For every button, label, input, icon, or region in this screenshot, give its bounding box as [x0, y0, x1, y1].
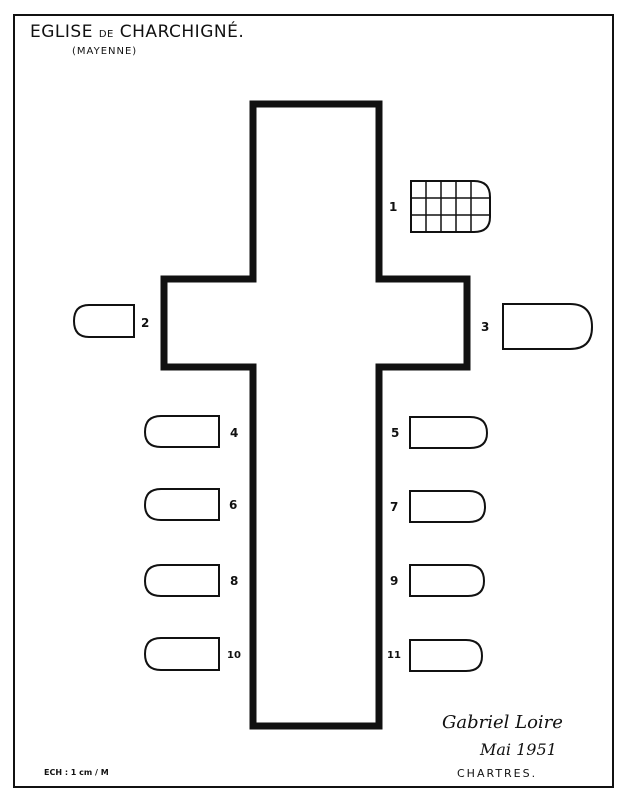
title-word-charchigne: CHARCHIGNÉ.	[119, 22, 245, 42]
plan-date: Mai 1951	[480, 740, 557, 759]
chapel-window-8	[143, 564, 220, 597]
cross-nave-outline	[160, 100, 471, 730]
chapel-number-3: 3	[481, 320, 490, 334]
chapel-number-6: 6	[229, 498, 238, 512]
chapel-window-3	[502, 303, 594, 350]
chapel-window-7	[409, 490, 487, 523]
chapel-window-9	[409, 564, 486, 597]
chapel-number-1: 1	[389, 200, 398, 214]
chapel-number-4: 4	[230, 426, 239, 440]
chapel-number-8: 8	[230, 574, 239, 588]
chapel-window-4	[143, 415, 220, 448]
chapel-number-5: 5	[391, 426, 400, 440]
chapel-number-10: 10	[227, 650, 241, 661]
chapel-window-6	[143, 488, 220, 521]
chapel-number-9: 9	[390, 574, 399, 588]
chapel-window-1	[410, 180, 491, 233]
title-word-de: DE	[98, 29, 114, 40]
chapel-window-10	[143, 637, 220, 671]
chapel-window-11	[409, 639, 484, 672]
page-title: EGLISE DE CHARCHIGNÉ.	[30, 22, 244, 42]
chapel-number-7: 7	[390, 500, 399, 514]
page-border	[13, 14, 614, 788]
title-word-eglise: EGLISE	[30, 22, 93, 42]
artist-signature: Gabriel Loire	[442, 712, 563, 733]
chapel-window-2	[72, 304, 135, 338]
page-subtitle: (MAYENNE)	[72, 46, 138, 57]
chapel-number-2: 2	[141, 316, 150, 330]
chapel-number-11: 11	[387, 650, 401, 661]
scale-note: ECH : 1 cm / M	[44, 768, 109, 777]
plan-city: CHARTRES.	[457, 767, 538, 780]
chapel-window-5	[409, 416, 489, 449]
